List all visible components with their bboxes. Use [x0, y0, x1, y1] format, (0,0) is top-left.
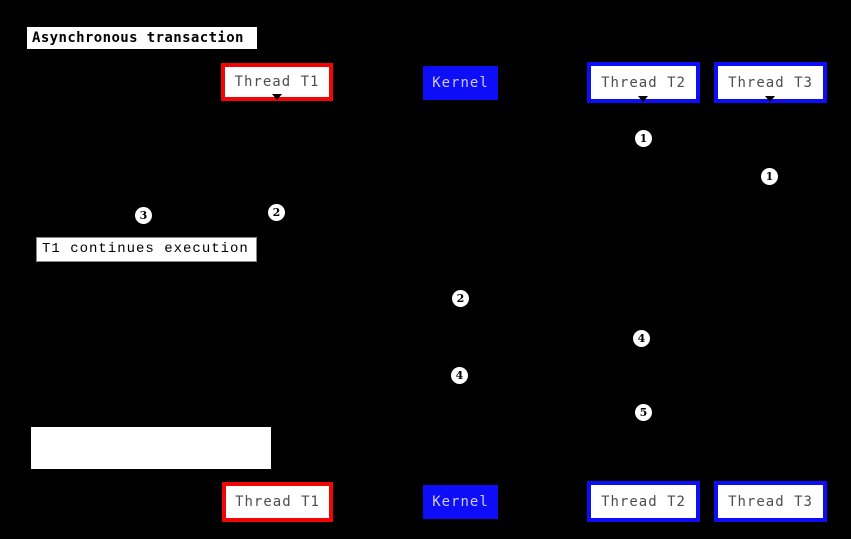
actor-thread-t3-top-label: Thread T3 [728, 74, 813, 91]
actor-kernel-top: Kernel [423, 66, 498, 100]
lifeline-notch-t2-bottom [638, 477, 648, 483]
actor-thread-t1-bottom: Thread T1 [222, 482, 333, 522]
lifeline-notch-t1-bottom [272, 478, 282, 484]
actor-kernel-bottom-label: Kernel [432, 494, 489, 510]
actor-thread-t2-bottom-label: Thread T2 [601, 493, 686, 510]
sequence-marker-4-thread-t2: 4 [633, 330, 650, 347]
note-t1-continues-execution: T1 continues execution [36, 237, 257, 262]
actor-thread-t2-bottom: Thread T2 [587, 481, 700, 522]
sequence-marker-5-thread-t2: 5 [635, 404, 652, 421]
diagram-title: Asynchronous transaction [27, 27, 257, 49]
actor-thread-t2-top-label: Thread T2 [601, 74, 686, 91]
actor-kernel-bottom: Kernel [423, 485, 498, 519]
sequence-marker-3-left-of-t1: 3 [135, 207, 152, 224]
sequence-marker-4-kernel: 4 [451, 367, 468, 384]
actor-thread-t3-bottom: Thread T3 [714, 481, 827, 522]
actor-thread-t1-bottom-label: Thread T1 [235, 494, 320, 510]
lifeline-notch-t1-top [272, 94, 282, 100]
sequence-marker-1-thread-t3: 1 [761, 168, 778, 185]
actor-thread-t3-bottom-label: Thread T3 [728, 493, 813, 510]
actor-thread-t1-top-label: Thread T1 [234, 74, 320, 90]
sequence-marker-2-thread-t1: 2 [268, 204, 285, 221]
lifeline-notch-t2-top [638, 96, 648, 102]
actor-kernel-top-label: Kernel [432, 75, 489, 91]
sequence-marker-2-kernel: 2 [452, 290, 469, 307]
lifeline-notch-t3-top [765, 96, 775, 102]
note-empty-box [31, 427, 271, 469]
sequence-marker-1-thread-t2: 1 [635, 130, 652, 147]
lifeline-notch-t3-bottom [765, 477, 775, 483]
